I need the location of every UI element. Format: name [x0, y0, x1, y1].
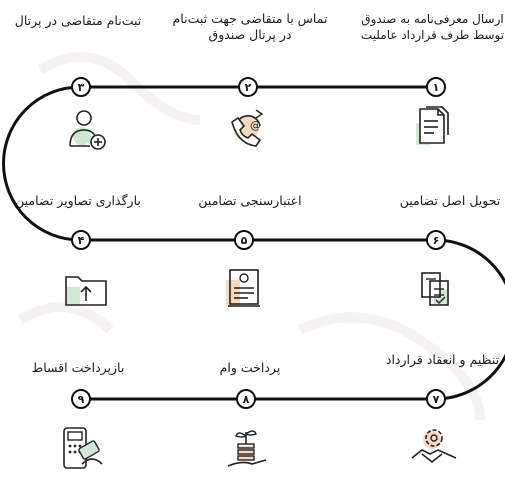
- upload-folder-icon: [65, 276, 107, 306]
- step-9-label: بازپرداخت اقساط: [31, 360, 125, 375]
- step-3-label: ثبت‌نام متقاضی در پرتال: [14, 13, 142, 28]
- step-7-node: ۷: [426, 389, 446, 409]
- step-1-label: ارسال معرفی‌نامه به صندوق توسط طرف قرارد…: [360, 12, 505, 42]
- add-user-icon: [69, 110, 106, 150]
- handshake-gear-icon: [411, 429, 457, 464]
- step-7-label: تنظیم و انعقاد قرارداد: [385, 352, 500, 367]
- step-8-label: پرداخت وام: [219, 360, 281, 375]
- phone-support-icon: @: [231, 109, 264, 147]
- step-9-node: ۹: [71, 389, 91, 409]
- money-plant-icon: [227, 430, 267, 467]
- svg-text:@: @: [250, 119, 261, 132]
- step-4-node: ۴: [71, 230, 91, 250]
- documents-icon: [416, 106, 449, 145]
- step-2-node: ۲: [238, 77, 258, 97]
- step-5-node: ۵: [234, 230, 254, 250]
- forms-icon: [421, 272, 449, 306]
- step-6-node: ۶: [426, 230, 446, 250]
- step-5-label: اعتبارسنجی تضامین: [198, 193, 302, 208]
- step-3-node: ۳: [71, 77, 91, 97]
- verification-screen-icon: [226, 269, 260, 307]
- step-1-node: ۱: [426, 77, 446, 97]
- step-6-label: تحویل اصل تضامین: [399, 193, 501, 208]
- card-payment-icon: [63, 427, 103, 469]
- step-2-label: تماس با متقاضی جهت ثبت‌نام در پرتال صندو…: [172, 11, 328, 42]
- step-4-label: بارگذاری تصاویر تضامین: [15, 193, 141, 208]
- step-8-node: ۸: [236, 389, 256, 409]
